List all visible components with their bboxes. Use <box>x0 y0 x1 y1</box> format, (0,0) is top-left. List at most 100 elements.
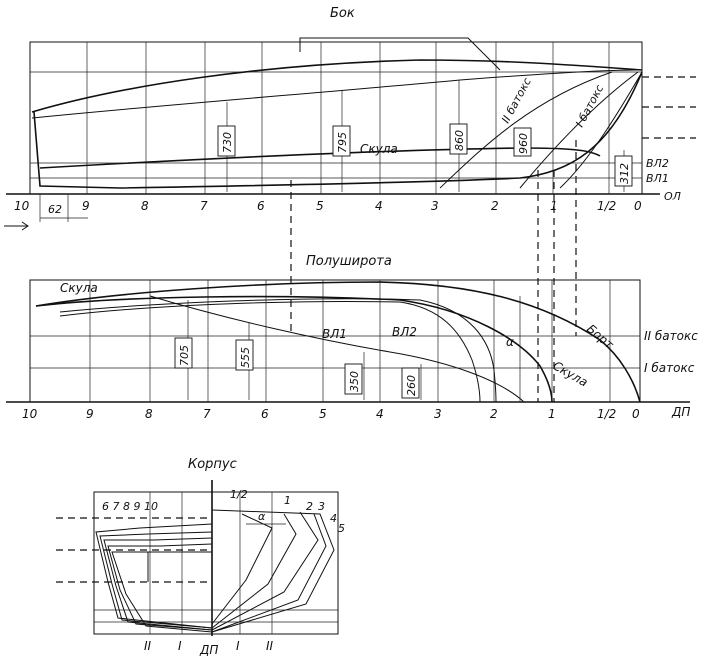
side-station-9: 9 <box>82 199 90 213</box>
body-buttock-verticals <box>149 492 273 634</box>
dim-62: 62 <box>39 194 88 222</box>
plan-dp-label: ДП <box>671 405 690 419</box>
svg-text:260: 260 <box>405 375 418 396</box>
dim-260: 260 <box>401 364 422 400</box>
dim-705: 705 <box>174 300 193 400</box>
plan-station-10: 10 <box>22 407 38 421</box>
side-chine-label: Скула <box>360 142 398 156</box>
body-buttock2-left: II <box>144 639 152 653</box>
side-buttock2-label: II батокс <box>499 76 534 126</box>
plan-bort-label: Борт <box>584 322 617 353</box>
side-wl2-label: ВЛ2 <box>646 157 669 170</box>
plan-station-4: 4 <box>376 407 384 421</box>
dim-555: 555 <box>235 322 254 400</box>
body-station-3: 3 <box>318 500 325 513</box>
projection-lines <box>290 140 577 402</box>
plan-station-half: 1/2 <box>597 407 616 421</box>
plan-chine-label-right: Скула <box>551 358 591 389</box>
body-buttock1-right: I <box>236 639 240 653</box>
svg-text:62: 62 <box>48 203 62 216</box>
side-deck <box>31 69 643 119</box>
plan-diagonal <box>149 295 525 403</box>
dim-860: 860 <box>449 80 468 192</box>
side-station-6: 6 <box>257 199 265 213</box>
side-ol-label: ОЛ <box>664 190 681 203</box>
svg-text:730: 730 <box>221 132 234 153</box>
dim-350: 350 <box>344 352 365 400</box>
side-station-2: 2 <box>491 199 499 213</box>
body-alpha-label: α <box>258 510 266 523</box>
side-buttock1-label: I батокс <box>573 83 606 130</box>
side-arrow <box>4 221 29 231</box>
plan-station-5: 5 <box>319 407 327 421</box>
body-aft-station-labels: 6 7 8 9 10 <box>102 500 158 513</box>
side-wl1-label: ВЛ1 <box>646 172 669 185</box>
body-fwd-sections <box>211 509 335 633</box>
side-cabin <box>299 37 501 71</box>
body-station-5: 5 <box>338 522 345 535</box>
body-station-4: 4 <box>330 512 337 525</box>
body-frame <box>93 491 339 635</box>
dim-795: 795 <box>332 90 351 192</box>
side-station-grid <box>86 42 610 194</box>
plan-station-7: 7 <box>203 407 211 421</box>
body-station-half: 1/2 <box>230 488 248 501</box>
body-buttock2-right: II <box>266 639 274 653</box>
halfbreadth-title: Полуширота <box>306 254 392 269</box>
side-station-3: 3 <box>431 199 439 213</box>
plan-bort <box>35 281 641 403</box>
plan-wl2-label: ВЛ2 <box>392 325 417 339</box>
side-sheer <box>31 59 643 113</box>
dim-960: 960 <box>513 127 532 157</box>
dim-312: 312 <box>614 150 633 192</box>
body-dashed-levels <box>56 517 212 583</box>
side-station-4: 4 <box>375 199 383 213</box>
side-chine <box>39 147 601 169</box>
side-station-half: 1/2 <box>597 199 616 213</box>
body-plan-title: Корпус <box>188 457 237 472</box>
plan-station-9: 9 <box>86 407 94 421</box>
plan-alpha-label: α <box>506 335 514 349</box>
plan-wl2 <box>59 298 497 403</box>
svg-text:960: 960 <box>517 133 530 154</box>
svg-text:555: 555 <box>239 347 252 368</box>
dim-730: 730 <box>217 102 236 192</box>
body-station-2: 2 <box>306 500 313 513</box>
plan-station-2: 2 <box>490 407 498 421</box>
svg-text:312: 312 <box>618 163 631 184</box>
svg-text:795: 795 <box>336 132 349 153</box>
side-buttock-2 <box>439 71 613 189</box>
body-buttock1-left: I <box>178 639 182 653</box>
plan-buttock2-label: II батокс <box>644 329 698 343</box>
plan-station-8: 8 <box>145 407 153 421</box>
plan-station-6: 6 <box>261 407 269 421</box>
svg-text:350: 350 <box>348 371 361 392</box>
body-station-1: 1 <box>284 494 291 507</box>
body-aft-sections <box>95 523 213 633</box>
body-dp-label: ДП <box>199 643 218 657</box>
plan-chine <box>35 295 553 403</box>
plan-wl1-label: ВЛ1 <box>322 327 347 341</box>
side-buttock-1 <box>519 71 639 189</box>
plan-station-1: 1 <box>548 407 556 421</box>
side-station-7: 7 <box>200 199 208 213</box>
side-view: Бок <box>4 6 696 231</box>
halfbreadth-view: Полуширота Скула ВЛ1 ВЛ2 <box>6 254 698 421</box>
side-stem-curve <box>559 71 643 189</box>
side-station-10: 10 <box>14 199 30 213</box>
plan-station-3: 3 <box>434 407 442 421</box>
side-station-labels: 10 9 8 7 6 5 4 3 2 1 1/2 0 <box>14 199 642 213</box>
plan-station-0: 0 <box>632 407 640 421</box>
plan-wl1 <box>59 301 481 403</box>
side-station-0: 0 <box>634 199 642 213</box>
side-station-5: 5 <box>316 199 324 213</box>
plan-buttock1-label: I батокс <box>644 361 695 375</box>
svg-text:860: 860 <box>453 130 466 151</box>
side-view-title: Бок <box>330 6 355 21</box>
body-plan-view: Корпус <box>56 457 345 657</box>
svg-text:705: 705 <box>178 345 191 366</box>
plan-chine-label-left: Скула <box>60 281 98 295</box>
plan-station-labels: 10 9 8 7 6 5 4 3 2 1 1/2 0 <box>22 407 640 421</box>
side-station-8: 8 <box>141 199 149 213</box>
